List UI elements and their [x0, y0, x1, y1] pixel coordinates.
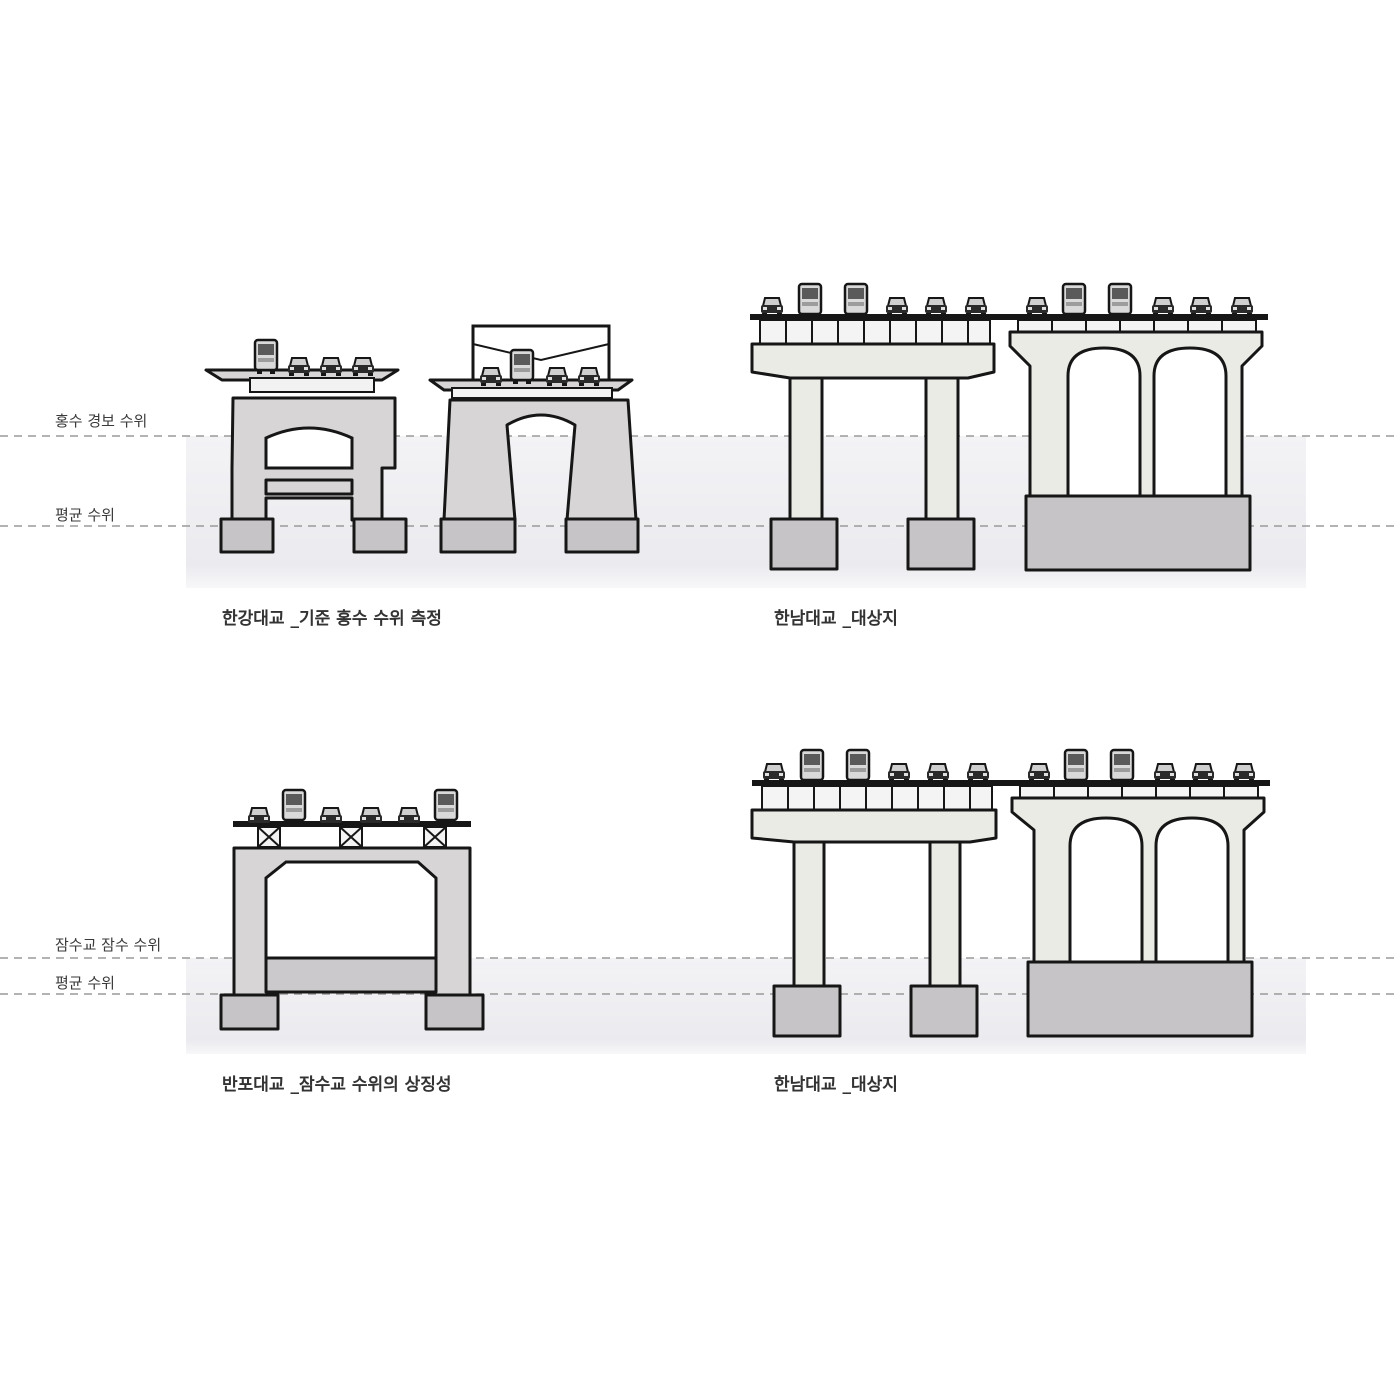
bottom-panel: 잠수교 잠수 수위 평균 수위 [0, 748, 1400, 1095]
caption-banpo: 반포대교 _잠수교 수위의 상징성 [222, 1075, 452, 1095]
average-level-label-bottom: 평균 수위 [55, 974, 115, 992]
caption-hangang: 한강대교 _기준 홍수 수위 측정 [222, 608, 442, 629]
flood-warning-label: 홍수 경보 수위 [55, 412, 147, 430]
average-level-label-top: 평균 수위 [55, 506, 115, 524]
top-panel: 홍수 경보 수위 평균 수위 [0, 282, 1400, 629]
caption-hannam-top: 한남대교 _대상지 [774, 609, 898, 629]
hannam-bridge-top [750, 282, 1268, 572]
hannam-bridge-bottom [750, 748, 1270, 1038]
caption-hannam-bottom: 한남대교 _대상지 [774, 1075, 898, 1095]
jamsu-level-label: 잠수교 잠수 수위 [55, 936, 161, 954]
banpo-bridge [219, 788, 485, 1031]
hangang-bridge-pier-2 [428, 324, 640, 554]
hangang-bridge-pier-1 [204, 338, 408, 554]
